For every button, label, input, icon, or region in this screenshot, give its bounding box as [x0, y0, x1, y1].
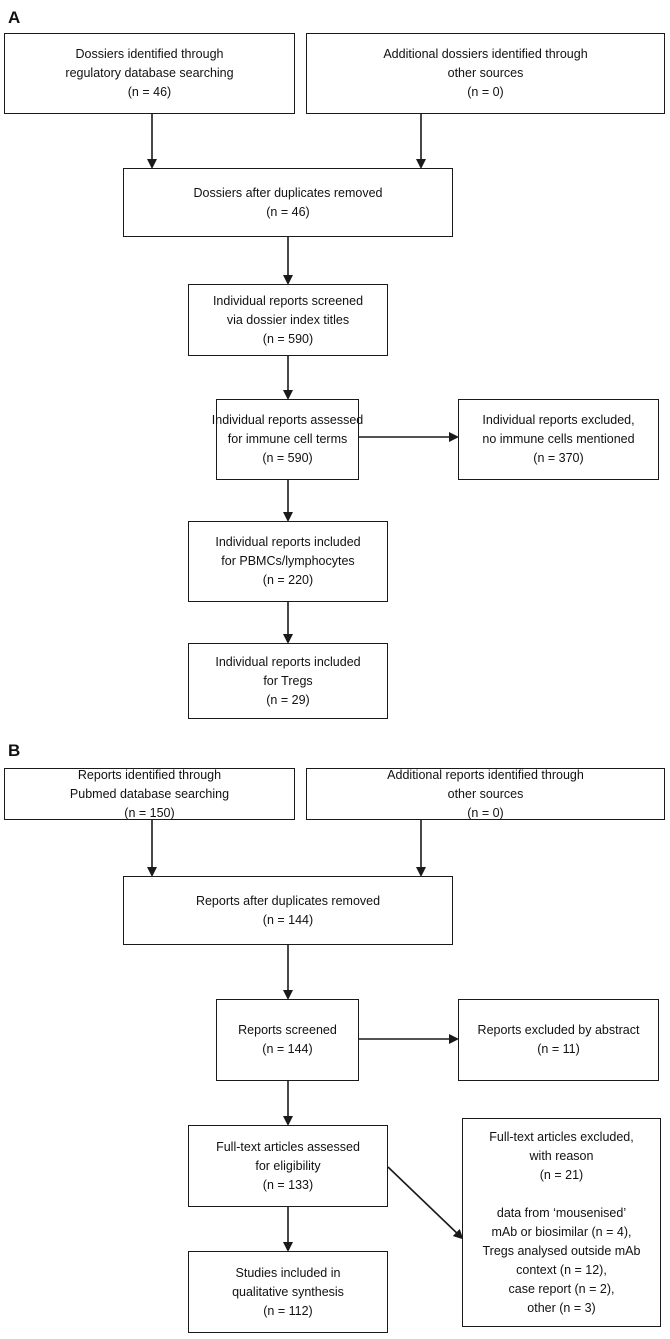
a-assessed-count: (n = 590): [262, 451, 313, 465]
b-additional-line-1: Additional reports identified through: [387, 767, 584, 782]
a-identified-line-2: regulatory database searching: [65, 66, 234, 80]
b-included-synthesis-count: (n = 112): [263, 1303, 313, 1318]
b-fulltext-assessed-count: (n = 133): [262, 1177, 314, 1192]
a-additional-line-1: Additional dossiers identified through: [383, 47, 588, 61]
a-included-tregs-box: Individual reports included for Tregs (n…: [188, 643, 388, 719]
b-identified-line-1: Reports identified through: [77, 767, 222, 782]
b-screened-box: Reports screened (n = 144): [216, 999, 359, 1081]
a-screened-count: (n = 590): [262, 331, 314, 346]
a-identified-box: Dossiers identified through regulatory d…: [4, 33, 295, 114]
b-exclusion-reason-2: mAb or biosimilar (n = 4),: [491, 1224, 632, 1239]
b-identified-count: (n = 150): [124, 805, 175, 820]
a-included-pbmc-count: (n = 220): [262, 573, 314, 587]
b-fulltext-excluded-count: (n = 21): [539, 1167, 584, 1182]
a-screened-box: Individual reports screened via dossier …: [188, 284, 388, 356]
b-after-duplicates-line-1: Reports after duplicates removed: [195, 893, 381, 908]
a-included-tregs-count: (n = 29): [266, 692, 310, 707]
b-exclusion-reason-3: Tregs analysed outside mAb: [482, 1243, 641, 1258]
a-excluded-box: Individual reports excluded, no immune c…: [458, 399, 659, 480]
b-additional-count: (n = 0): [467, 805, 504, 820]
panel-a-label: A: [8, 8, 21, 27]
a-excluded-line-2: no immune cells mentioned: [482, 432, 635, 446]
b-fulltext-assessed-line-1: Full-text articles assessed: [216, 1139, 360, 1154]
a-excluded-count: (n = 370): [533, 451, 584, 465]
a-included-pbmc-line-2: for PBMCs/lymphocytes: [221, 554, 355, 568]
b-exclusion-reason-1: data from ‘mousenised’: [496, 1205, 627, 1220]
b-identified-line-2: Pubmed database searching: [69, 786, 230, 801]
a-additional-line-2: other sources: [447, 66, 524, 80]
b-identified-box: Reports identified through Pubmed databa…: [4, 768, 295, 820]
a-assessed-line-2: for immune cell terms: [227, 432, 348, 446]
b-fulltext-excluded-line-1: Full-text articles excluded,: [489, 1129, 634, 1144]
arrow-b-fulltext-to-excluded: [387, 1166, 464, 1240]
a-screened-line-2: via dossier index titles: [226, 312, 350, 327]
a-excluded-line-1: Individual reports excluded,: [482, 413, 635, 427]
b-excluded-abstract-line-1: Reports excluded by abstract: [477, 1023, 640, 1037]
b-exclusion-reason-6: other (n = 3): [527, 1300, 596, 1315]
panel-b-label: B: [8, 741, 21, 760]
b-fulltext-assessed-box: Full-text articles assessed for eligibil…: [188, 1125, 388, 1207]
a-additional-count: (n = 0): [467, 85, 504, 99]
b-included-synthesis-line-2: qualitative synthesis: [232, 1284, 344, 1299]
a-additional-box: Additional dossiers identified through o…: [306, 33, 665, 114]
b-fulltext-excluded-line-2: with reason: [529, 1148, 594, 1163]
a-screened-line-1: Individual reports screened: [212, 293, 364, 308]
b-excluded-abstract-count: (n = 11): [537, 1042, 580, 1056]
b-excluded-abstract-box: Reports excluded by abstract (n = 11): [458, 999, 659, 1081]
b-fulltext-assessed-line-2: for eligibility: [255, 1158, 321, 1173]
b-screened-line-1: Reports screened: [238, 1023, 337, 1037]
a-assessed-box: Individual reports assessed for immune c…: [212, 399, 363, 480]
b-fulltext-excluded-box: Full-text articles excluded, with reason…: [462, 1118, 661, 1327]
b-additional-box: Additional reports identified through ot…: [306, 768, 665, 820]
a-after-duplicates-count: (n = 46): [266, 204, 310, 219]
a-assessed-line-1: Individual reports assessed: [211, 413, 364, 427]
a-included-pbmc-box: Individual reports included for PBMCs/ly…: [188, 521, 388, 602]
a-identified-line-1: Dossiers identified through: [75, 47, 224, 61]
b-exclusion-reason-4: context (n = 12),: [516, 1262, 607, 1277]
a-included-pbmc-line-1: Individual reports included: [215, 535, 361, 549]
b-after-duplicates-count: (n = 144): [262, 912, 314, 927]
b-exclusion-reason-5: case report (n = 2),: [508, 1281, 615, 1296]
b-screened-count: (n = 144): [262, 1042, 313, 1056]
b-after-duplicates-box: Reports after duplicates removed (n = 14…: [123, 876, 453, 945]
a-identified-count: (n = 46): [127, 85, 172, 99]
a-included-tregs-line-1: Individual reports included: [215, 654, 361, 669]
b-included-synthesis-box: Studies included in qualitative synthesi…: [188, 1251, 388, 1333]
a-after-duplicates-box: Dossiers after duplicates removed (n = 4…: [123, 168, 453, 237]
a-included-tregs-line-2: for Tregs: [263, 673, 313, 688]
a-after-duplicates-line-1: Dossiers after duplicates removed: [193, 185, 383, 200]
b-included-synthesis-line-1: Studies included in: [235, 1265, 341, 1280]
b-additional-line-2: other sources: [447, 786, 524, 801]
